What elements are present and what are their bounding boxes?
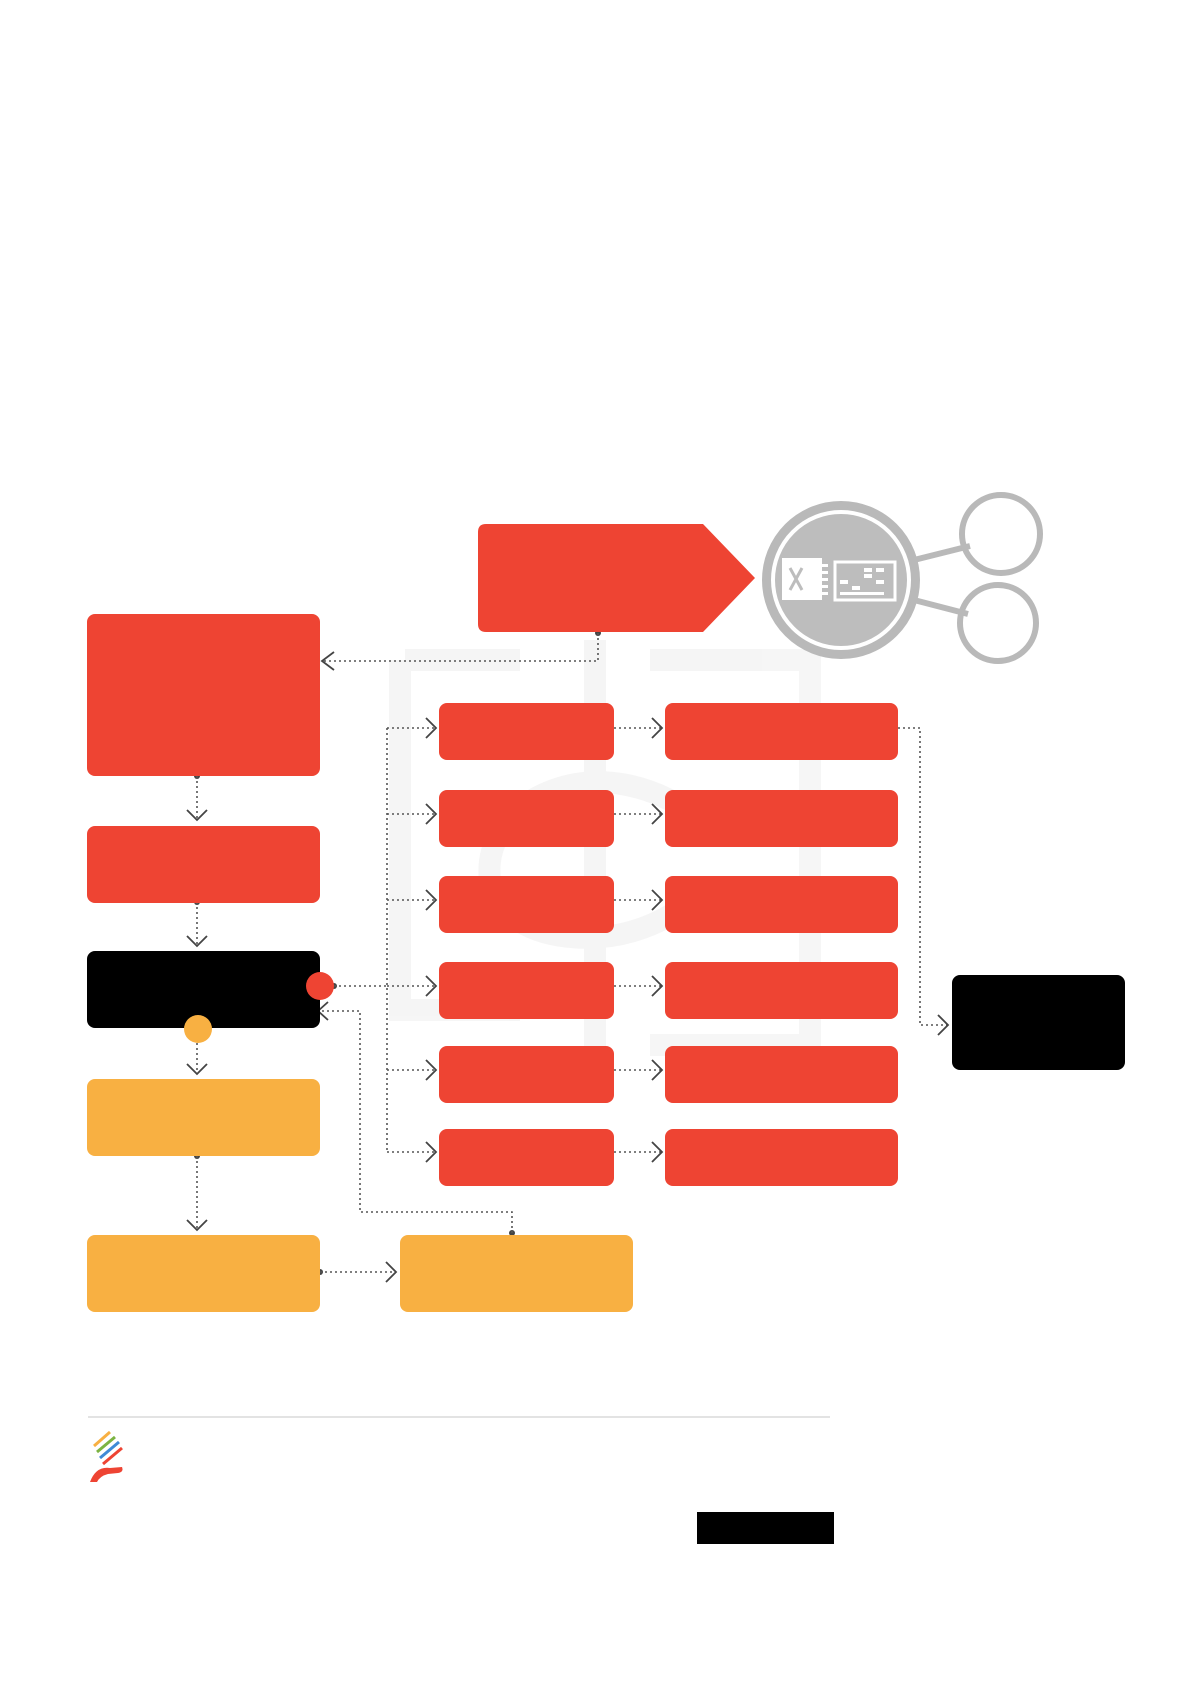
connector-yellow1-to-yellow2 (186, 1153, 208, 1232)
outline-circle-top (959, 492, 1043, 576)
grid-left-3[interactable] (439, 876, 614, 933)
connector-to-output (898, 727, 950, 1036)
connector-yellow2-to-yellow3 (317, 1261, 398, 1283)
brand-hand-logo-icon (90, 1430, 123, 1482)
grid-right-1[interactable] (665, 703, 898, 760)
grid-left-2[interactable] (439, 790, 614, 847)
red-connector-dot (306, 972, 334, 1000)
grid-right-4[interactable] (665, 962, 898, 1019)
process-step-2[interactable] (87, 826, 320, 903)
source-tag (478, 524, 755, 632)
grid-right-6[interactable] (665, 1129, 898, 1186)
yellow-step-3[interactable] (400, 1235, 633, 1312)
yellow-step-2[interactable] (87, 1235, 320, 1312)
yellow-step-1[interactable] (87, 1079, 320, 1156)
connector-step2-to-decision (186, 899, 208, 948)
grid-right-2[interactable] (665, 790, 898, 847)
connector-yellow3-feedback (316, 1001, 515, 1236)
output-black[interactable] (952, 975, 1125, 1070)
connector-decision-to-yellow1 (186, 1043, 208, 1076)
yellow-connector-dot (184, 1015, 212, 1043)
grid-left-6[interactable] (439, 1129, 614, 1186)
footer-divider (88, 1416, 830, 1418)
footer-black-bar (697, 1512, 834, 1544)
grid-right-5[interactable] (665, 1046, 898, 1103)
outline-circle-bottom (957, 582, 1039, 664)
connector-grid-pairs (614, 717, 664, 1163)
main-process[interactable] (87, 614, 320, 776)
connector-decision-fanout (331, 717, 438, 1163)
grid-left-1[interactable] (439, 703, 614, 760)
spreadsheet-excel-icon (762, 501, 971, 659)
grid-left-5[interactable] (439, 1046, 614, 1103)
grid-right-3[interactable] (665, 876, 898, 933)
grid-left-4[interactable] (439, 962, 614, 1019)
connector-main-to-step2 (186, 773, 208, 822)
